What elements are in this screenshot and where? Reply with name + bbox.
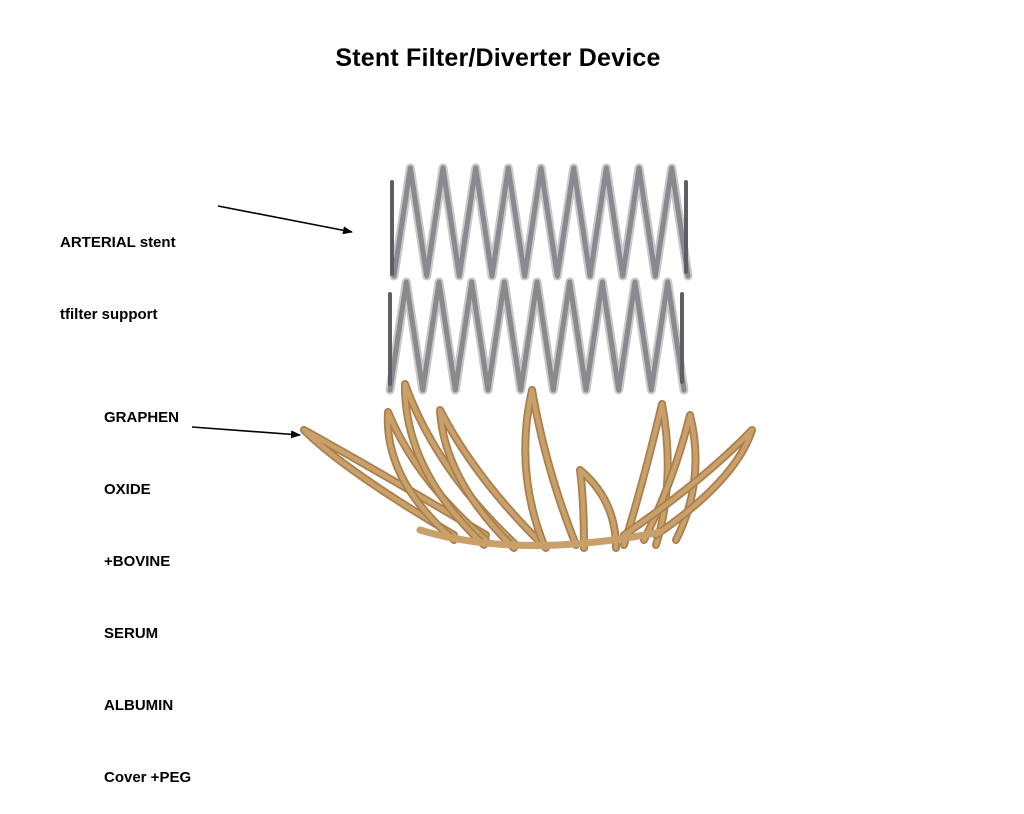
cover-label-line-6: Cover +PEG [104, 769, 192, 786]
cover-label-line-4: SERUM [104, 625, 159, 642]
cover-label-line-5: ALBUMIN [104, 697, 174, 714]
stent-support-label: ARTERIAL stent tfilter support [60, 183, 176, 351]
cover-petal [523, 387, 579, 548]
cover-label-line-1: GRAPHEN [104, 409, 180, 426]
cover-petal [577, 467, 619, 551]
stent-ring-bottom [387, 279, 687, 393]
stent-support-arrow [217, 205, 353, 235]
arterial-stent [385, 163, 693, 395]
cover-label-line-2: OXIDE [104, 481, 151, 498]
cover-label-line-3: +BOVINE [104, 553, 171, 570]
stent-support-label-line-1: ARTERIAL stent [60, 234, 176, 251]
cover-petal [402, 381, 519, 548]
cover-base-band [416, 526, 664, 549]
stent-edge-right [680, 180, 688, 384]
stent-support-label-line-2: tfilter support [60, 306, 158, 323]
stent-edge-left [388, 180, 394, 386]
cover-petal [301, 427, 489, 538]
diagram-title: Stent Filter/Diverter Device [335, 44, 661, 72]
cover-petal [641, 412, 698, 543]
cover-arrow [191, 426, 301, 439]
cover-petal [621, 427, 755, 538]
cover-petal [437, 407, 549, 551]
graphene-oxide-cover [300, 380, 756, 552]
stent-ring-top [391, 165, 691, 279]
device-illustration [191, 163, 756, 552]
